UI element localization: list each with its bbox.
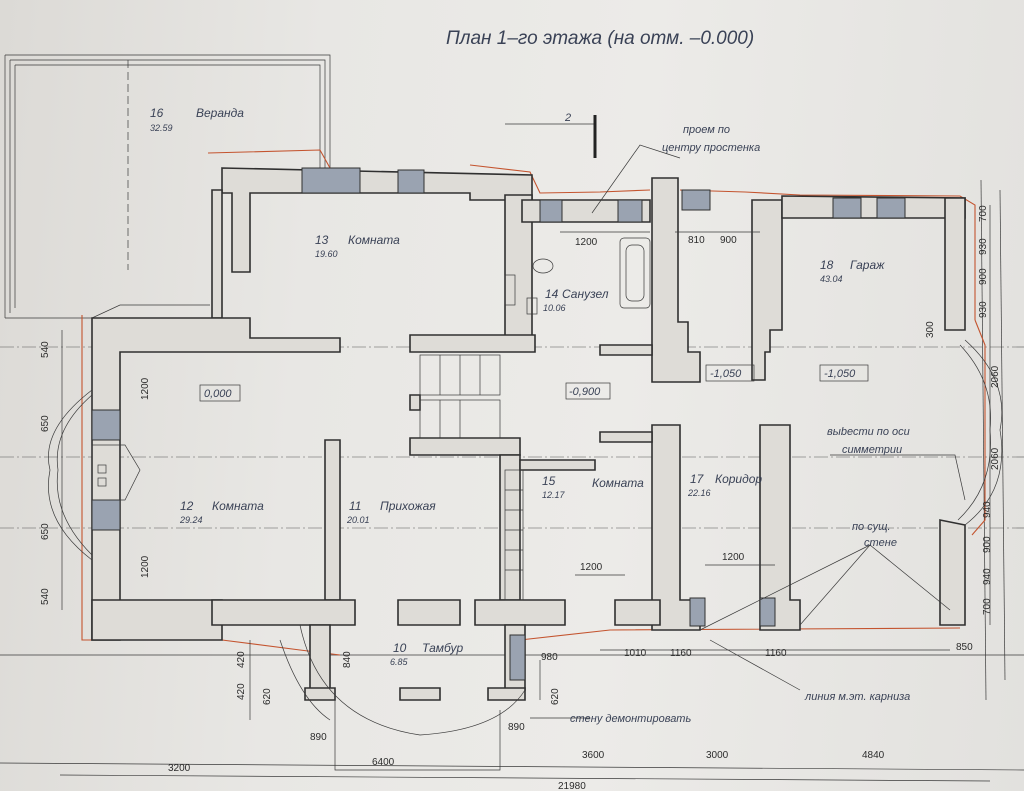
dim-right-1: 700 [978, 205, 989, 222]
dim-bottom-small-11: 1160 [765, 648, 787, 659]
dim-right-9: 940 [982, 568, 993, 585]
opening-note-line2: центру простенка [662, 142, 760, 154]
dim-bottom-small-10: 1160 [670, 648, 692, 659]
room-13-number: 13 [315, 233, 329, 247]
dim-left-2: 1200 [140, 377, 151, 400]
walls [91, 167, 966, 701]
room-15-name: Комната [592, 476, 644, 490]
room-17-area: 22.16 [687, 488, 711, 498]
dim-left-5: 1200 [140, 555, 151, 578]
axis-note-line1: выbести по оси [827, 426, 910, 438]
dim-left-1: 540 [40, 341, 51, 358]
dim-left-6: 540 [40, 588, 51, 605]
bathroom-fixtures [504, 237, 651, 315]
dim-bottom-small-9: 1010 [624, 648, 647, 659]
dim-bottom-small-2: 420 [236, 683, 247, 700]
dim-right-8: 900 [982, 536, 993, 553]
dim-right-4: 930 [978, 301, 989, 318]
dim-left-4: 650 [40, 523, 51, 540]
dim-top-1: 1200 [575, 237, 598, 248]
cornice-note: линия м.эт. карниза [804, 691, 910, 703]
level-boxes [199, 364, 869, 402]
level-hall: -0,900 [569, 386, 601, 398]
room-12-area: 29.24 [179, 515, 203, 525]
opening-note-line1: проем по [683, 124, 730, 136]
room-16-name: Веранда [196, 106, 244, 120]
dim-right-2: 930 [978, 238, 989, 255]
leader-lines [530, 144, 966, 719]
dim-right-6: 2060 [990, 447, 1001, 470]
dim-right-10: 700 [982, 598, 993, 615]
section-mark [505, 115, 597, 158]
dim-inner-1: 300 [925, 321, 936, 338]
dim-bottom-small-7: 620 [550, 688, 561, 705]
dim-right-5: 2060 [990, 365, 1001, 388]
dim-top-3: 900 [720, 235, 737, 246]
room-15-number: 15 [542, 474, 556, 488]
dim-total: 21980 [558, 781, 586, 791]
dim-inner-2: 1200 [580, 562, 603, 573]
dim-bottom-small-1: 420 [236, 651, 247, 668]
room-18-number: 18 [820, 258, 834, 272]
dim-inner-3: 1200 [722, 552, 745, 563]
dim-bottom-small-4: 620 [262, 688, 273, 705]
dim-bottom-4: 3000 [706, 750, 729, 761]
dim-bottom-1: 3200 [168, 763, 191, 774]
room-12-name: Комната [212, 499, 264, 513]
room-14-area: 10.06 [543, 303, 566, 313]
section-number: 2 [564, 112, 571, 124]
dim-bottom-2: 6400 [372, 757, 395, 768]
dim-bottom-small-5: 890 [310, 732, 327, 743]
dim-right-7: 940 [982, 501, 993, 518]
room-10-name: Тамбур [422, 641, 463, 655]
room-13-name: Комната [348, 233, 400, 247]
dim-bottom-small-8: 890 [508, 722, 525, 733]
axis-note-line2: симметрии [842, 444, 902, 456]
dim-bottom-5: 4840 [862, 750, 885, 761]
dim-bottom-3: 3600 [582, 750, 605, 761]
room-18-area: 43.04 [820, 274, 843, 284]
room-11-area: 20.01 [346, 515, 370, 525]
dim-top-2: 810 [688, 235, 705, 246]
level-corridor: -1,050 [710, 368, 742, 380]
existing-note-line2: стене [864, 537, 897, 549]
room-17-number: 17 [690, 472, 705, 486]
room-14-name: Санузел [562, 287, 609, 301]
veranda-outline [4, 54, 331, 319]
existing-note-line1: по сущ. [852, 521, 891, 533]
stairs [419, 354, 524, 601]
room-16-area: 32.59 [150, 123, 173, 133]
room-17-name: Коридор [715, 472, 762, 486]
room-12-number: 12 [180, 499, 194, 513]
dim-left-3: 650 [40, 415, 51, 432]
room-11-name: Прихожая [380, 499, 436, 513]
room-18-name: Гараж [850, 258, 885, 272]
room-10-area: 6.85 [390, 657, 409, 667]
room-13-area: 19.60 [315, 249, 338, 259]
dim-right-11: 850 [956, 642, 973, 653]
room-10-number: 10 [393, 641, 407, 655]
dim-bottom-small-3: 840 [342, 651, 353, 668]
dimension-lines [61, 205, 991, 720]
room-11-number: 11 [349, 499, 361, 513]
plan-title: План 1–го этажа (на отм. –0.000) [446, 28, 754, 49]
dim-bottom-small-6: 980 [541, 652, 558, 663]
room-14-number: 14 [545, 287, 559, 301]
room-15-area: 12.17 [542, 490, 566, 500]
room-16-number: 16 [150, 106, 164, 120]
level-garage: -1,050 [824, 368, 856, 380]
windows [91, 167, 906, 681]
demolish-note: стену демонтировать [570, 713, 691, 725]
level-0: 0,000 [204, 388, 232, 400]
dim-right-3: 900 [978, 268, 989, 285]
fireplace [91, 444, 141, 501]
bay-windows [48, 339, 1003, 771]
